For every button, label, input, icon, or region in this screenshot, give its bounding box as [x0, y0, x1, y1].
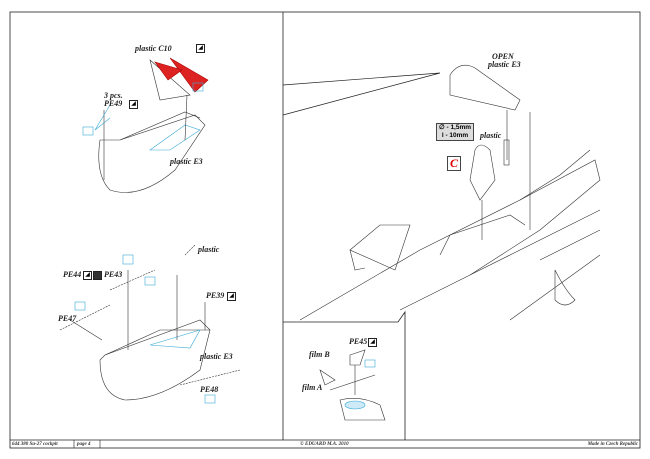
pe-fold-icon: [93, 271, 102, 280]
label-film-a: film A: [302, 383, 323, 392]
label-pe44: PE44: [63, 270, 82, 279]
pe-fold-icon: ◢: [368, 338, 377, 347]
label-pe43: PE43: [104, 270, 123, 279]
pe-fold-icon: ◢: [227, 292, 236, 301]
footer-code: 644 380 Su-27 cockpit: [12, 442, 58, 447]
label-pcs: 3 pcs.: [104, 91, 123, 100]
label-plastic: plastic: [480, 131, 502, 140]
label-film-b: film B: [309, 350, 330, 359]
callout-lines: [282, 72, 441, 116]
label-plastic-e3: plastic E3: [170, 157, 203, 166]
ejection-seat: [469, 144, 496, 240]
label-plastic-e3: plastic E3: [200, 352, 233, 361]
pe-fold-icon: ◢: [83, 271, 92, 280]
cockpit-tub-top: [82, 57, 209, 193]
fuselage: [299, 149, 601, 321]
label-pe47: PE47: [58, 314, 77, 323]
rod-dimensions: ∅ - 1,5mm l - 10mm: [436, 123, 475, 141]
canopy: [449, 64, 531, 230]
footer-page: page 4: [77, 442, 91, 447]
label-plastic-e3: plastic E3: [488, 60, 521, 69]
footer-origin: Made in Czech Republic: [587, 442, 638, 447]
inset-frame: [283, 310, 406, 440]
label-pe49: PE49: [104, 99, 123, 108]
label-pe45: PE45: [349, 337, 368, 346]
pe-fold-icon: ◢: [196, 44, 205, 53]
inset-parts: [319, 349, 386, 421]
pe-fold-icon: ◢: [129, 100, 138, 109]
color-code-badge: C: [447, 156, 461, 171]
footer-copyright: © EDUARD M.A. 2010: [300, 442, 349, 447]
label-pe39: PE39: [206, 291, 225, 300]
dim-length: l - 10mm: [441, 132, 469, 139]
cockpit-tub-bottom: [59, 244, 241, 404]
label-plastic-c10: plastic C10: [135, 44, 172, 53]
page-frame: [9, 11, 641, 449]
label-plastic: plastic: [198, 245, 220, 254]
label-pe48: PE48: [200, 385, 219, 394]
dim-diameter: ∅ - 1,5mm: [439, 124, 472, 131]
label-open: OPEN: [492, 52, 514, 61]
